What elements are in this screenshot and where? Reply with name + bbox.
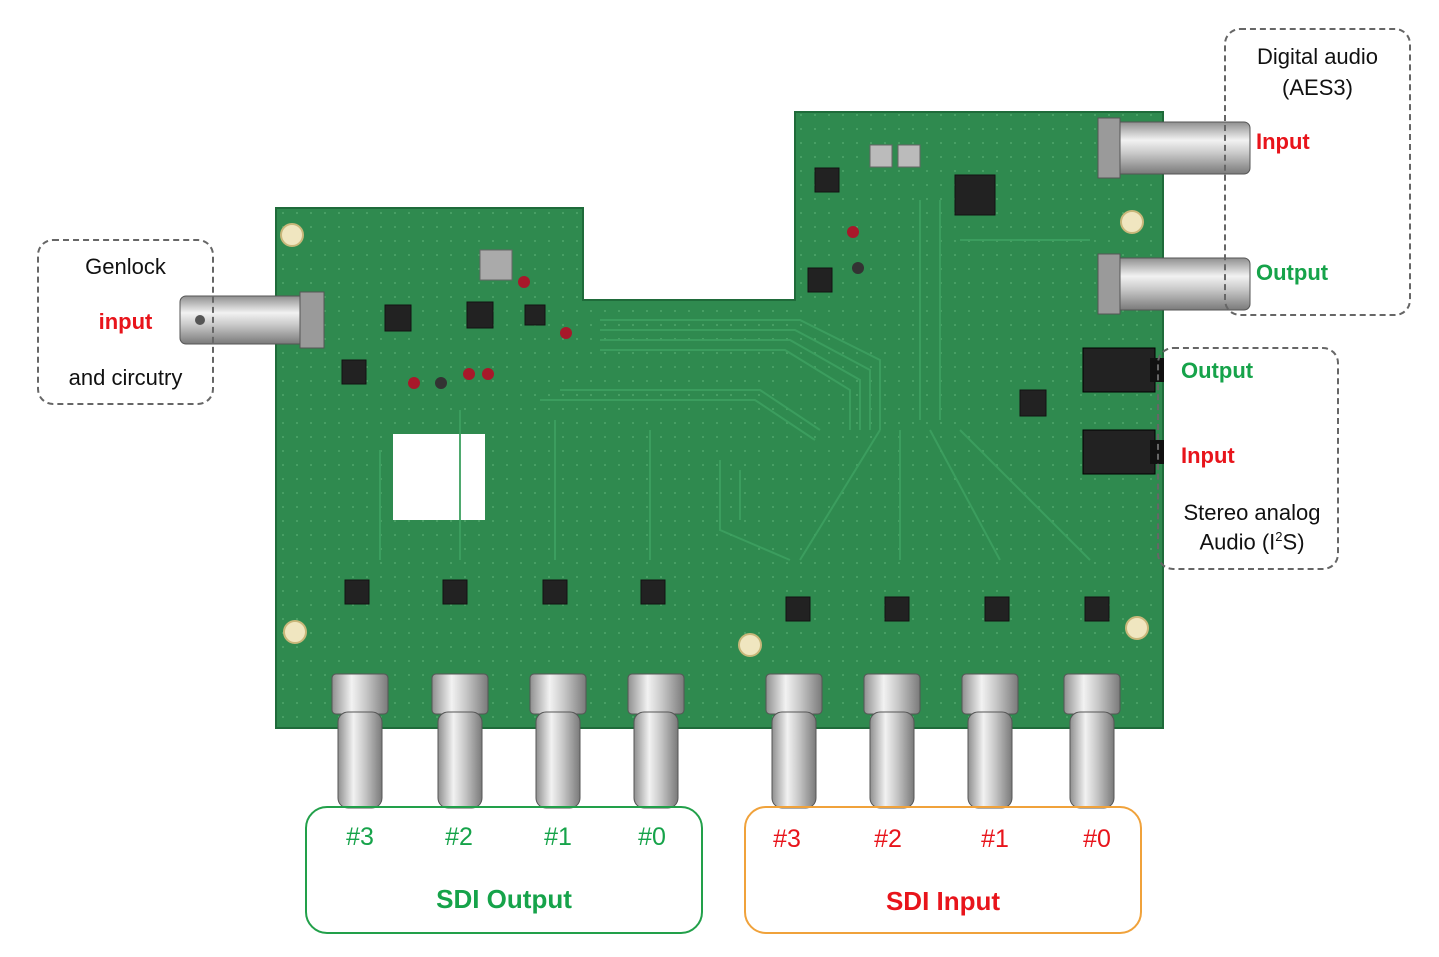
- sdi-input-bnc-2: [863, 673, 921, 809]
- aes3-input-bnc-connector: [1097, 117, 1251, 179]
- analog-input-jack: [1082, 429, 1164, 475]
- aes3-output-bnc-connector: [1097, 253, 1251, 315]
- sdi-input-port-2: #2: [874, 825, 902, 853]
- sdi-input-port-3: #3: [773, 825, 801, 853]
- sdi-output-box: [305, 806, 703, 934]
- sdi-output-bnc-3: [331, 673, 389, 809]
- sdi-input-port-0: #0: [1083, 825, 1111, 853]
- analog-input-label: Input: [1181, 443, 1235, 468]
- genlock-callout-box: [37, 239, 214, 405]
- aes3-title-line1: Digital audio: [1256, 44, 1379, 69]
- aes3-input-label: Input: [1256, 129, 1310, 154]
- sdi-output-port-1: #1: [544, 823, 572, 851]
- sdi-input-box: [744, 806, 1142, 934]
- sdi-input-bnc-0: [1063, 673, 1121, 809]
- analog-output-label: Output: [1181, 358, 1254, 383]
- analog-output-jack: [1082, 347, 1164, 393]
- sdi-bnc-connectors: [331, 673, 1121, 809]
- genlock-input-label: input: [98, 309, 153, 334]
- genlock-circuitry-label: and circutry: [68, 365, 183, 390]
- test-points: [408, 226, 864, 389]
- analog-audio-callout-box: [1157, 347, 1339, 570]
- sdi-input-bnc-1: [961, 673, 1019, 809]
- sdi-output-bnc-1: [529, 673, 587, 809]
- sdi-output-port-2: #2: [445, 823, 473, 851]
- analog-title-line1: Stereo analog: [1183, 500, 1321, 525]
- sdi-output-port-0: #0: [638, 823, 666, 851]
- sdi-output-port-3: #3: [346, 823, 374, 851]
- genlock-title: Genlock: [85, 254, 166, 279]
- sdi-input-title: SDI Input: [885, 886, 1001, 916]
- aes3-callout-box: [1224, 28, 1411, 316]
- aes3-title-line2: (AES3): [1282, 75, 1353, 100]
- analog-title-line2: Audio (I2S): [1199, 529, 1305, 555]
- genlock-bnc-connector: [179, 291, 325, 349]
- aes3-output-label: Output: [1256, 260, 1329, 285]
- sdi-output-bnc-2: [431, 673, 489, 809]
- sdi-output-title: SDI Output: [436, 884, 572, 914]
- mounting-holes: [280, 210, 1149, 657]
- sdi-input-bnc-3: [765, 673, 823, 809]
- sdi-input-port-1: #1: [981, 825, 1009, 853]
- sdi-output-bnc-0: [627, 673, 685, 809]
- board-cutout: [393, 434, 485, 520]
